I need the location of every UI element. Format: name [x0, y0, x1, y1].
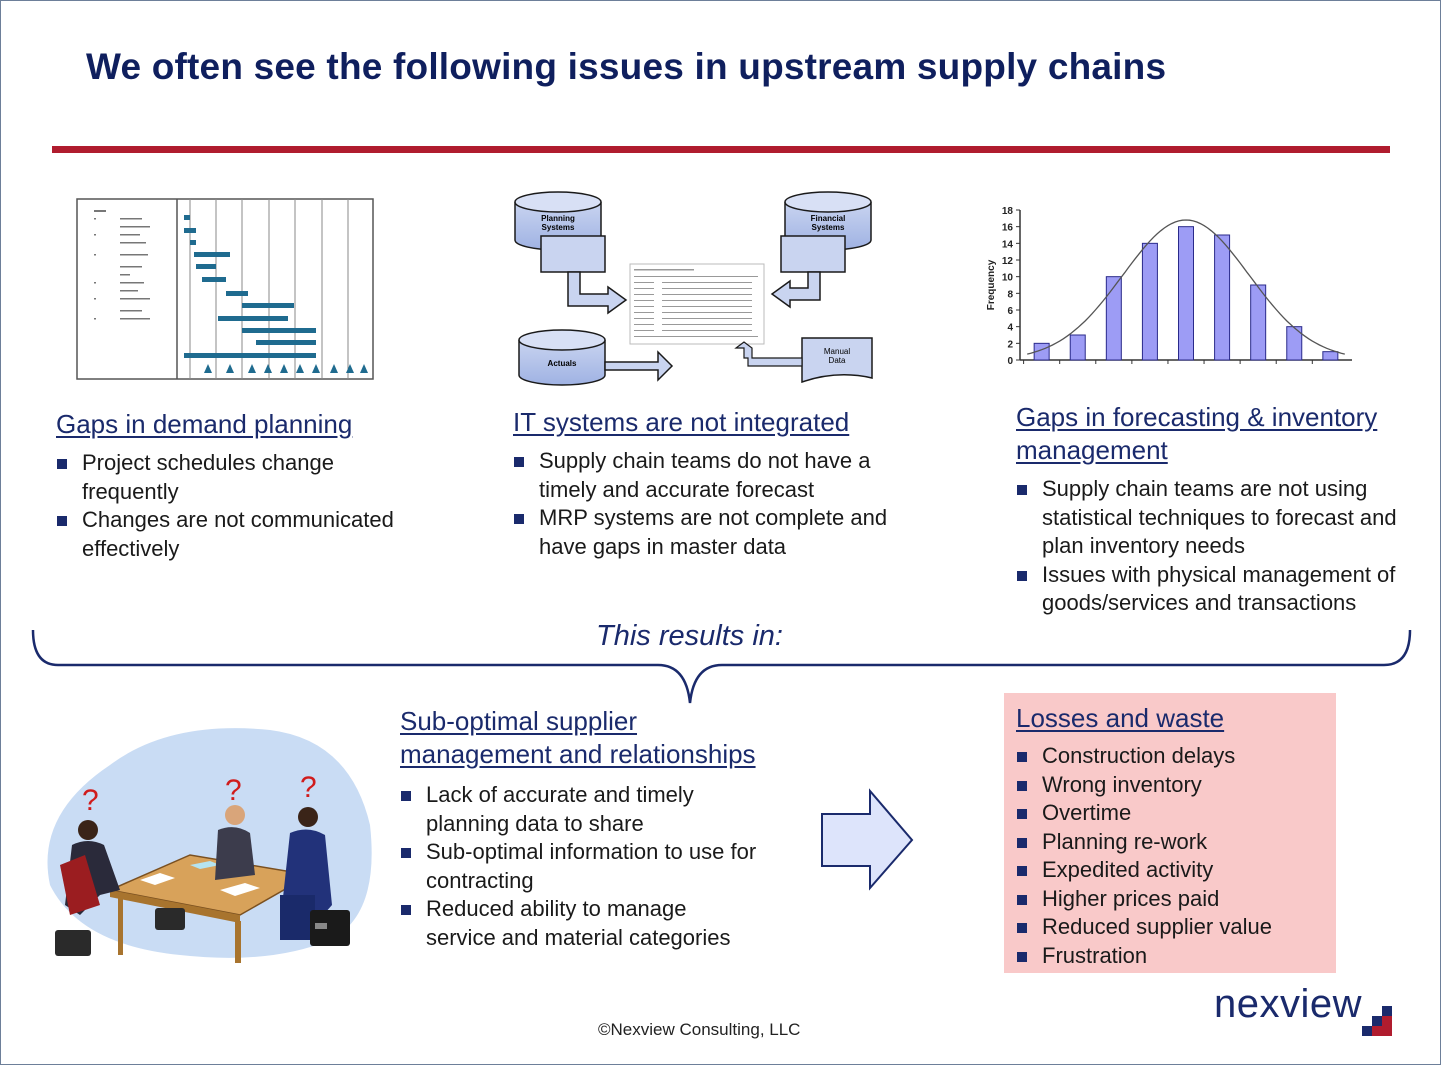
list-item: Project schedules change frequently — [56, 449, 436, 506]
list-item: Supply chain teams do not have a timely … — [513, 447, 913, 504]
list-item: Frustration — [1016, 942, 1336, 971]
histogram-bar — [1105, 276, 1122, 361]
list-item: Supply chain teams are not using statist… — [1016, 475, 1416, 561]
question-mark: ? — [300, 771, 317, 804]
losses-panel — [1004, 693, 1336, 973]
list-item: MRP systems are not complete and have ga… — [513, 504, 913, 561]
demand-heading: Gaps in demand planning — [56, 409, 353, 439]
y-axis-label: Frequency — [986, 259, 997, 310]
y-tick-label: 18 — [1002, 206, 1014, 217]
demand-bullets: Project schedules change frequently Chan… — [56, 449, 436, 563]
list-item: Overtime — [1016, 799, 1336, 828]
supplier-bullets: Lack of accurate and timely planning dat… — [400, 781, 760, 952]
nexview-logo: nexview — [1214, 982, 1362, 1027]
histogram-bar — [1214, 234, 1231, 361]
histogram-bar — [1069, 334, 1086, 361]
y-tick-label: 0 — [1007, 356, 1013, 367]
manual-data-label: Manual Data — [823, 347, 851, 365]
list-item: Reduced supplier value — [1016, 913, 1336, 942]
y-tick-label: 12 — [1002, 256, 1014, 267]
manual-data-shape — [801, 337, 873, 384]
y-tick-label: 8 — [1007, 289, 1013, 300]
slide-title: We often see the following issues in ups… — [86, 46, 1167, 87]
list-item: Reduced ability to manage service and ma… — [400, 895, 760, 952]
list-item: Expedited activity — [1016, 856, 1336, 885]
logo-stairs-icon — [1362, 1006, 1392, 1036]
actuals-cylinder: Actuals — [518, 329, 606, 386]
list-item: Construction delays — [1016, 742, 1336, 771]
losses-heading: Losses and waste — [1016, 703, 1225, 733]
logo-text: nexview — [1214, 982, 1363, 1026]
list-item: Sub-optimal information to use for contr… — [400, 838, 760, 895]
losses-bullets: Construction delays Wrong inventory Over… — [1016, 742, 1336, 970]
it-systems-diagram: Planning Systems Financial Systems Actua… — [514, 191, 873, 386]
y-tick-label: 14 — [1002, 239, 1014, 250]
histogram-bar — [1322, 351, 1339, 361]
histogram-bar — [1250, 284, 1267, 361]
results-brace — [31, 629, 1412, 704]
it-bullets: Supply chain teams do not have a timely … — [513, 447, 913, 561]
forecast-bullets: Supply chain teams are not using statist… — [1016, 475, 1416, 618]
y-tick-label: 4 — [1007, 323, 1013, 334]
results-label: This results in: — [596, 620, 783, 652]
right-arrow-icon — [821, 788, 914, 891]
actuals-label: Actuals — [548, 359, 577, 368]
normal-curve — [1027, 219, 1345, 355]
y-tick-label: 2 — [1007, 339, 1013, 350]
list-item: Wrong inventory — [1016, 771, 1336, 800]
financial-systems-label: Financial Systems — [810, 214, 846, 232]
list-item: Higher prices paid — [1016, 885, 1336, 914]
title-divider — [52, 146, 1390, 153]
forecast-heading: Gaps in forecasting & inventory manageme… — [1016, 402, 1378, 465]
question-mark: ? — [225, 774, 242, 807]
copyright-text: ©Nexview Consulting, LLC — [598, 1020, 801, 1039]
list-item: Issues with physical management of goods… — [1016, 561, 1416, 618]
list-item: Changes are not communicated effectively — [56, 506, 436, 563]
histogram-bar — [1141, 242, 1158, 361]
planning-systems-label: Planning Systems — [541, 214, 575, 232]
y-tick-label: 16 — [1002, 223, 1014, 234]
histogram-bar — [1178, 226, 1194, 361]
supplier-heading: Sub-optimal supplier management and rela… — [400, 706, 756, 769]
meeting-illustration: ? ? ? — [47, 728, 372, 963]
gantt-chart-image — [76, 198, 374, 380]
y-tick-label: 6 — [1007, 306, 1013, 317]
list-item: Lack of accurate and timely planning dat… — [400, 781, 760, 838]
list-item: Planning re-work — [1016, 828, 1336, 857]
question-mark: ? — [82, 784, 99, 817]
y-tick-label: 10 — [1002, 273, 1014, 284]
histogram-bar — [1286, 326, 1303, 361]
it-heading: IT systems are not integrated — [513, 407, 850, 437]
